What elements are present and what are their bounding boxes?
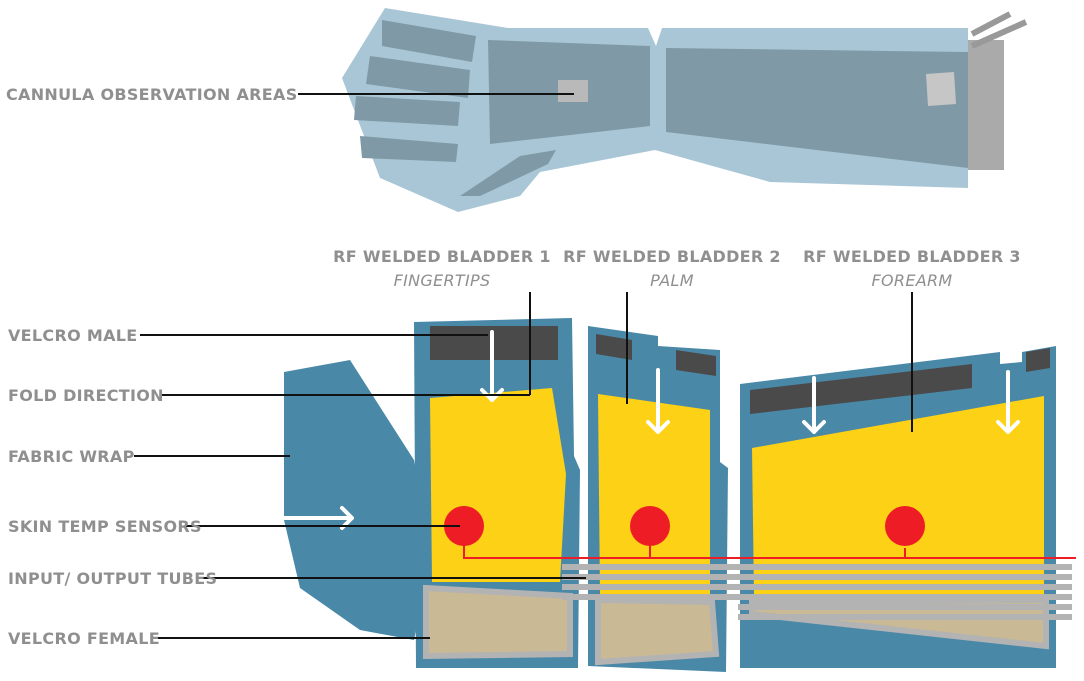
fold-arrow-4 — [996, 370, 1020, 434]
label-skin-temp: SKIN TEMP SENSORS — [8, 517, 202, 536]
glove-tube-connector — [968, 40, 1004, 170]
tube — [738, 604, 1072, 610]
bladder-2 — [598, 394, 710, 596]
bladder-1-title: RF WELDED BLADDER 1 — [333, 247, 551, 266]
cannula-window-palm — [558, 80, 588, 102]
tube — [562, 564, 1072, 570]
skin-temp-sensor-2 — [630, 506, 670, 546]
bladder-3 — [752, 396, 1044, 600]
tube — [738, 614, 1072, 620]
label-cannula: CANNULA OBSERVATION AREAS — [6, 85, 298, 104]
glove-tube-1 — [970, 11, 1012, 37]
glove-finger-1 — [382, 20, 476, 62]
tube — [562, 594, 1072, 600]
cannula-window-forearm — [926, 72, 956, 106]
velcro-male-2b — [676, 350, 716, 376]
label-fold-direction: FOLD DIRECTION — [8, 386, 164, 405]
velcro-female-1 — [423, 584, 573, 660]
label-velcro-female: VELCRO FEMALE — [8, 629, 160, 648]
glove-illustration — [342, 8, 1028, 212]
bladder-3-title: RF WELDED BLADDER 3 — [803, 247, 1021, 266]
glove-finger-2 — [366, 56, 470, 98]
label-tubes: INPUT/ OUTPUT TUBES — [8, 569, 217, 588]
glove-finger-4 — [360, 136, 458, 162]
glove-thumb — [460, 150, 556, 196]
labels: CANNULA OBSERVATION AREAS VELCRO MALE FO… — [6, 85, 1021, 648]
glove-finger-3 — [354, 96, 460, 126]
velcro-male-2a — [596, 334, 632, 360]
bladder-1 — [430, 388, 566, 582]
fold-arrows — [282, 330, 1020, 530]
fabric-wrap — [284, 360, 432, 640]
bladder-assembly — [282, 318, 1076, 672]
bladder-3-subtitle: FOREARM — [872, 271, 953, 290]
io-tubes — [562, 564, 1072, 620]
velcro-male-3a — [750, 364, 972, 414]
glove-tube-2 — [970, 19, 1028, 49]
bladder-2-subtitle: PALM — [650, 271, 694, 290]
label-velcro-male: VELCRO MALE — [8, 326, 137, 345]
glove-forearm-panel — [666, 48, 968, 168]
leader-lines — [134, 93, 913, 639]
fold-arrow-1 — [480, 330, 504, 402]
wrap-arrow — [282, 506, 354, 530]
bladder-1-subtitle: FINGERTIPS — [394, 271, 491, 290]
label-fabric-wrap: FABRIC WRAP — [8, 447, 135, 466]
velcro-male-3b — [1026, 348, 1050, 372]
tube — [562, 574, 1072, 580]
skin-temp-sensor-3 — [885, 506, 925, 546]
velcro-female-2 — [595, 596, 720, 666]
skin-temp-sensor-1 — [444, 506, 484, 546]
fold-arrow-3 — [802, 376, 826, 434]
fold-arrow-2 — [646, 368, 670, 434]
bladder-2-title: RF WELDED BLADDER 2 — [563, 247, 781, 266]
tube — [562, 584, 1072, 590]
